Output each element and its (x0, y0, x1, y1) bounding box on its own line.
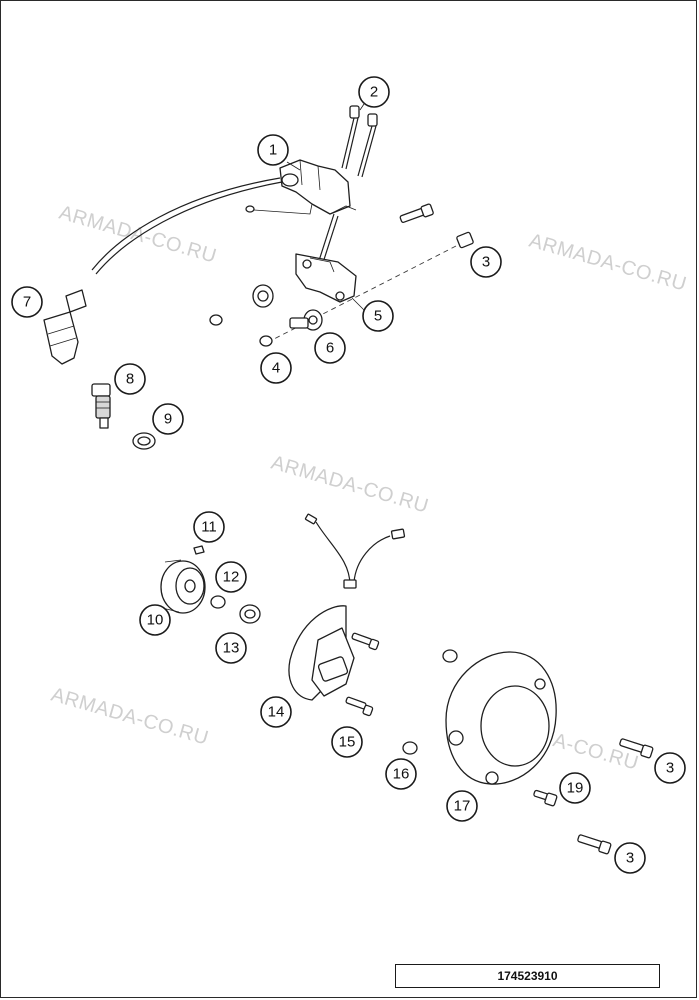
callout-1: 1 (257, 134, 301, 171)
svg-text:9: 9 (164, 411, 172, 428)
svg-text:16: 16 (393, 766, 410, 783)
watermarks: ARMADA-CO.RU ARMADA-CO.RU ARMADA-CO.RU A… (49, 202, 689, 775)
short-bolt (399, 203, 434, 223)
svg-text:13: 13 (223, 640, 240, 657)
coil-bracket (295, 253, 357, 303)
drawing-number-box: 174523910 (395, 964, 660, 988)
svg-text:5: 5 (374, 308, 382, 325)
svg-text:3: 3 (482, 254, 490, 271)
dowel-pins (402, 649, 458, 755)
watermark-4: ARMADA-CO.RU (49, 684, 211, 750)
svg-text:1: 1 (269, 142, 277, 159)
callout-6: 6 (314, 332, 346, 364)
callout-3-top: 3 (470, 246, 502, 278)
callout-7: 7 (11, 286, 43, 318)
watermark-3: ARMADA-CO.RU (269, 452, 431, 518)
callout-12: 12 (215, 561, 247, 593)
callout-11: 11 (193, 511, 225, 543)
callout-8: 8 (114, 363, 146, 395)
svg-text:15: 15 (339, 734, 356, 751)
callout-16: 16 (385, 758, 417, 790)
callout-4: 4 (260, 352, 292, 384)
stator-plate (288, 513, 406, 701)
rotor-assembly (160, 545, 261, 624)
svg-text:7: 7 (23, 294, 31, 311)
svg-text:14: 14 (268, 704, 285, 721)
svg-text:17: 17 (454, 798, 471, 815)
watermark-2: ARMADA-CO.RU (527, 230, 689, 296)
callout-3-bottom: 3 (614, 842, 646, 874)
callouts: 1 2 3 4 5 6 7 8 9 10 11 (11, 76, 686, 874)
callout-2: 2 (358, 76, 390, 111)
callout-3-mid: 3 (654, 752, 686, 784)
callout-5: 5 (351, 297, 394, 332)
svg-text:11: 11 (201, 519, 217, 536)
stator-screws (345, 632, 380, 717)
svg-text:4: 4 (272, 360, 280, 377)
callout-13: 13 (215, 632, 247, 664)
svg-text:2: 2 (370, 84, 378, 101)
ignition-coil (91, 159, 357, 275)
svg-text:10: 10 (147, 612, 164, 629)
svg-text:6: 6 (326, 340, 334, 357)
cover-bolts (533, 738, 654, 855)
svg-text:19: 19 (567, 780, 584, 797)
ignition-cover (445, 651, 557, 785)
svg-text:3: 3 (626, 850, 634, 867)
drawing-number: 174523910 (497, 969, 558, 983)
callout-9: 9 (152, 403, 184, 435)
svg-text:12: 12 (223, 569, 240, 586)
callout-10: 10 (139, 604, 171, 636)
callout-19: 19 (559, 772, 591, 804)
callout-17: 17 (446, 790, 478, 822)
grommets (209, 284, 323, 347)
sealing-ring (132, 432, 156, 450)
callout-15: 15 (331, 726, 363, 758)
watermark-1: ARMADA-CO.RU (57, 202, 219, 268)
spark-plug-cap (43, 289, 87, 365)
callout-14: 14 (260, 696, 292, 728)
spark-plug (91, 383, 111, 429)
svg-text:3: 3 (666, 760, 674, 777)
svg-text:8: 8 (126, 371, 134, 388)
coil-screws (315, 105, 378, 273)
